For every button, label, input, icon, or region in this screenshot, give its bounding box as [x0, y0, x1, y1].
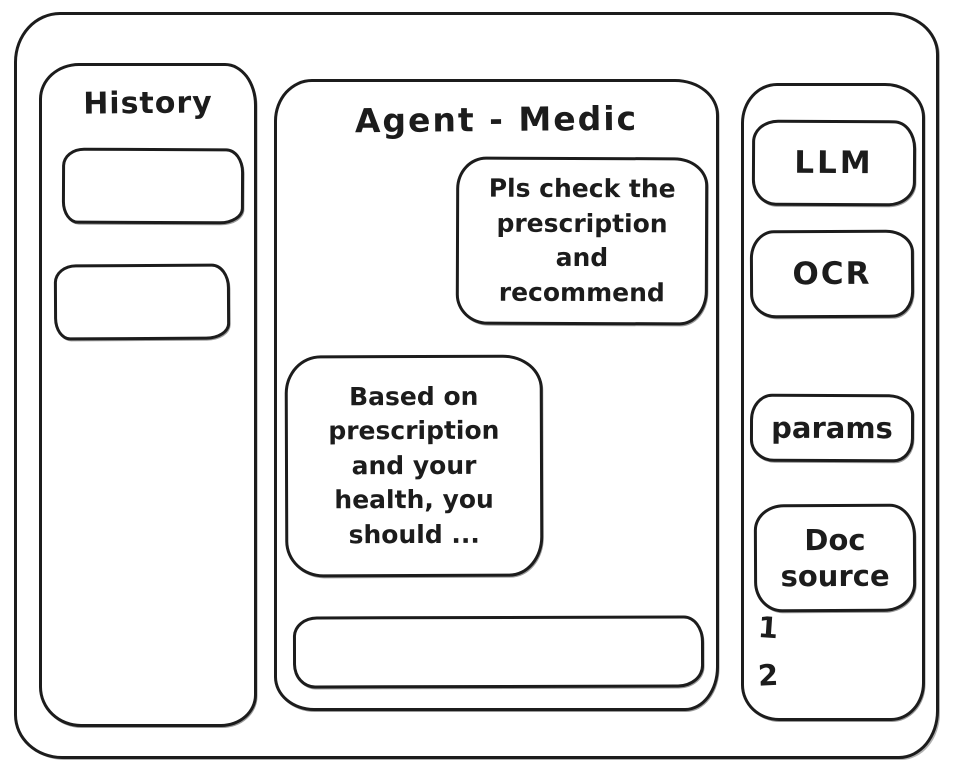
tools-panel: LLM OCR params Doc source 1 2: [741, 83, 925, 721]
doc-source-item[interactable]: 1: [756, 609, 780, 646]
assistant-message-text: Based on prescription and your health, y…: [328, 381, 500, 549]
history-item[interactable]: [61, 147, 245, 225]
chat-title: Agent - Medic: [354, 98, 639, 141]
doc-source-button[interactable]: Doc source: [753, 503, 917, 613]
history-item[interactable]: [53, 263, 231, 341]
history-title: History: [83, 85, 213, 122]
message-input[interactable]: [292, 615, 705, 689]
assistant-message-bubble: Based on prescription and your health, y…: [284, 354, 544, 578]
doc-source-item[interactable]: 2: [757, 657, 780, 693]
chat-panel: Agent - Medic Pls check the prescription…: [274, 79, 719, 711]
app-window: History Agent - Medic Pls check the pres…: [14, 12, 939, 759]
user-message-bubble: Pls check the prescription and recommend: [455, 156, 709, 326]
llm-button[interactable]: LLM: [751, 119, 917, 207]
user-message-text: Pls check the prescription and recommend: [488, 173, 676, 307]
history-panel: History: [39, 63, 257, 727]
ocr-button[interactable]: OCR: [749, 229, 915, 319]
params-button[interactable]: params: [749, 393, 915, 463]
